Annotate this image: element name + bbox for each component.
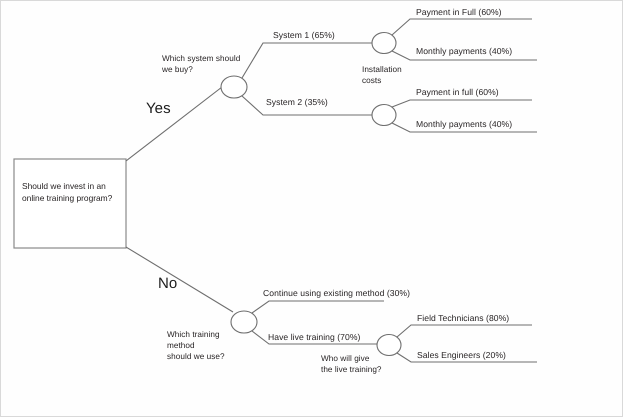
edge-yes: [125, 86, 223, 162]
node-who-gives-training: [376, 333, 402, 357]
node-label-installation-costs-line2: costs: [362, 76, 382, 85]
edge-label-system-1: System 1 (65%): [273, 30, 335, 40]
edge-sales-engineers: [396, 352, 537, 363]
outcome-label-payment-full-lower: Payment in full (60%): [416, 87, 499, 97]
branch-label-no: No: [158, 275, 178, 292]
node-label-who-gives-line2: the live training?: [321, 365, 382, 374]
node-label-which-training-line2: method: [167, 341, 195, 350]
node-which-training-method: [230, 310, 258, 334]
edge-label-system-2: System 2 (35%): [266, 97, 328, 107]
edge-payment-full-upper: [391, 18, 532, 36]
edge-monthly-upper: [391, 50, 537, 61]
branch-label-yes: Yes: [146, 100, 171, 117]
node-label-which-system-line2: we buy?: [162, 65, 193, 74]
edge-system-1: [241, 42, 372, 79]
edge-monthly-lower: [391, 122, 537, 133]
node-installation-costs-system1: [371, 31, 397, 55]
node-which-system: [220, 75, 248, 99]
edge-payment-full-lower: [391, 99, 532, 108]
edge-label-have-live-training: Have live training (70%): [268, 332, 361, 342]
root-decision-box: [13, 158, 127, 249]
edge-field-technicians: [396, 324, 532, 338]
edge-label-continue-existing: Continue using existing method (30%): [263, 288, 411, 298]
edge-system-2: [241, 95, 372, 116]
node-label-installation-costs-line1: Installation: [362, 65, 402, 74]
edge-no: [125, 246, 234, 313]
outcome-label-monthly-upper: Monthly payments (40%): [416, 46, 513, 56]
node-label-which-training-line3: should we use?: [167, 352, 225, 361]
outcome-label-payment-full-upper: Payment in Full (60%): [416, 7, 502, 17]
outcome-label-field-technicians: Field Technicians (80%): [417, 313, 510, 323]
node-label-which-training-line1: Which training: [167, 330, 220, 339]
root-decision-label: Should we invest in an online training p…: [22, 181, 113, 203]
edge-continue-existing: [251, 300, 384, 314]
node-label-who-gives-line1: Who will give: [321, 354, 370, 363]
node-installation-costs-system2: [371, 103, 397, 127]
node-label-which-system-line1: Which system should: [162, 54, 241, 63]
edge-have-live-training: [251, 330, 377, 345]
outcome-label-sales-engineers: Sales Engineers (20%): [417, 350, 506, 360]
outcome-label-monthly-lower: Monthly payments (40%): [416, 119, 513, 129]
